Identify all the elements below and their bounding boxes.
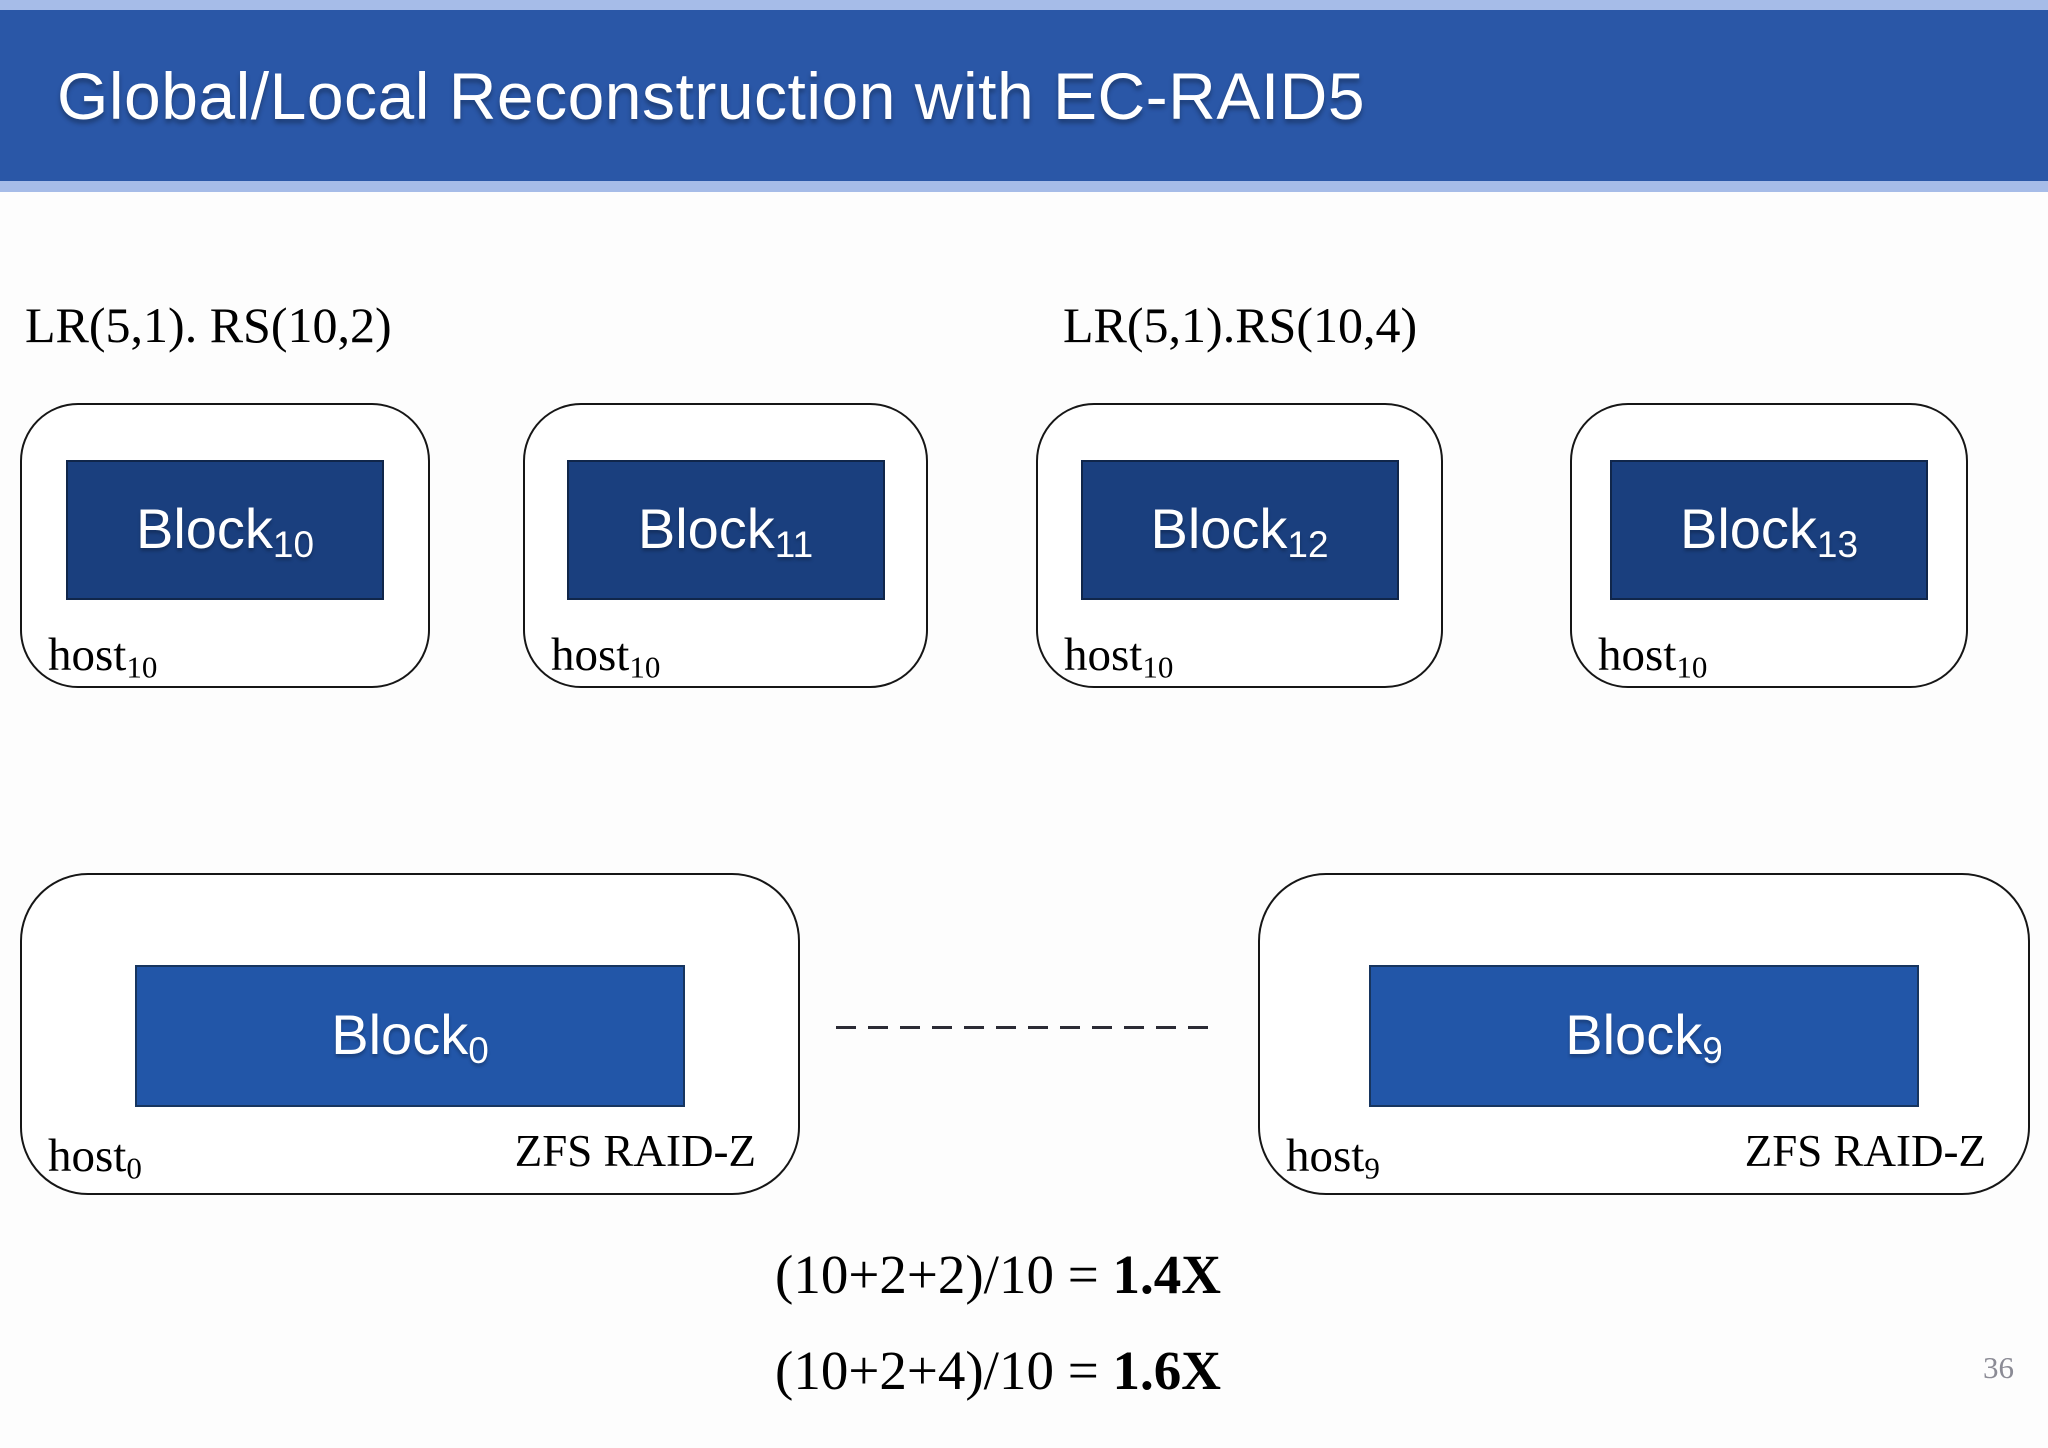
host-box-block10: Block10 host10 bbox=[20, 403, 430, 688]
block13-label: Block13 bbox=[1679, 497, 1859, 565]
host-label: host10 bbox=[1598, 628, 1708, 684]
slide-title: Global/Local Reconstruction with EC-RAID… bbox=[57, 58, 1366, 133]
overhead-formula-rs104: (10+2+4)/10 = 1.6X bbox=[775, 1339, 1221, 1402]
block0-chip: Block0 bbox=[135, 965, 685, 1107]
block12-label: Block12 bbox=[1150, 497, 1329, 565]
block12-chip: Block12 bbox=[1080, 460, 1399, 600]
scheme-label-right: LR(5,1).RS(10,4) bbox=[1063, 297, 1418, 353]
overhead-formula-rs102: (10+2+2)/10 = 1.4X bbox=[775, 1243, 1221, 1306]
formula-result: 1.6X bbox=[1112, 1340, 1221, 1401]
host-label: host9 bbox=[1286, 1129, 1380, 1185]
page-number: 36 bbox=[1983, 1350, 2014, 1385]
block9-label: Block9 bbox=[1565, 1003, 1723, 1071]
block0-label: Block0 bbox=[331, 1003, 489, 1071]
formula-expression: (10+2+4)/10 = bbox=[775, 1340, 1113, 1401]
title-bar: Global/Local Reconstruction with EC-RAID… bbox=[0, 0, 2048, 192]
block10-label: Block10 bbox=[135, 497, 315, 565]
connection-dashed-line bbox=[836, 1026, 1220, 1029]
host-box-block0: Block0 host0 ZFS RAID-Z bbox=[20, 873, 800, 1195]
zfs-raidz-label: ZFS RAID-Z bbox=[1744, 1126, 1986, 1176]
block9-chip: Block9 bbox=[1369, 965, 1919, 1107]
block10-chip: Block10 bbox=[66, 460, 384, 600]
formula-expression: (10+2+2)/10 = bbox=[775, 1244, 1113, 1305]
host-label: host0 bbox=[48, 1129, 142, 1185]
host-box-block13: Block13 host10 bbox=[1570, 403, 1968, 688]
host-box-block9: Block9 host9 ZFS RAID-Z bbox=[1258, 873, 2030, 1195]
block11-label: Block11 bbox=[637, 497, 814, 565]
zfs-raidz-label: ZFS RAID-Z bbox=[514, 1126, 756, 1176]
block13-chip: Block13 bbox=[1610, 460, 1928, 600]
formula-result: 1.4X bbox=[1112, 1244, 1221, 1305]
block11-chip: Block11 bbox=[566, 460, 885, 600]
host-label: host10 bbox=[551, 628, 661, 684]
host-label: host10 bbox=[48, 628, 158, 684]
host-box-block11: Block11 host10 bbox=[523, 403, 928, 688]
host-label: host10 bbox=[1064, 628, 1174, 684]
host-box-block12: Block12 host10 bbox=[1036, 403, 1443, 688]
scheme-label-left: LR(5,1). RS(10,2) bbox=[25, 297, 392, 353]
